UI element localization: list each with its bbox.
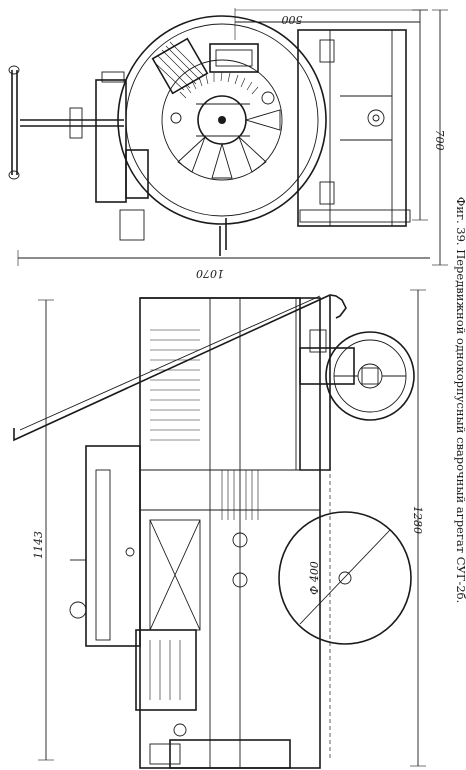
handwheel-top (8, 65, 83, 180)
dim-wheel-diameter: Ф 400 (308, 561, 321, 595)
figure-caption: Фиг. 39. Передвижной однокорпусный сваро… (454, 197, 466, 604)
side-view: 1070 (13, 250, 430, 769)
end-view: 500 700 (8, 8, 448, 266)
commutator (179, 71, 259, 99)
cooling-fins (150, 329, 259, 520)
brush-holder (151, 37, 209, 95)
front-wheel (299, 329, 415, 421)
dim-1070: 1070 (196, 267, 224, 280)
dim-1280: 1280 (411, 506, 424, 534)
rear-wheel: Ф 400 (278, 511, 412, 645)
dim-1143: 1143 (32, 531, 45, 559)
dim-700: 700 (433, 130, 446, 151)
dim-500: 500 (282, 13, 303, 26)
